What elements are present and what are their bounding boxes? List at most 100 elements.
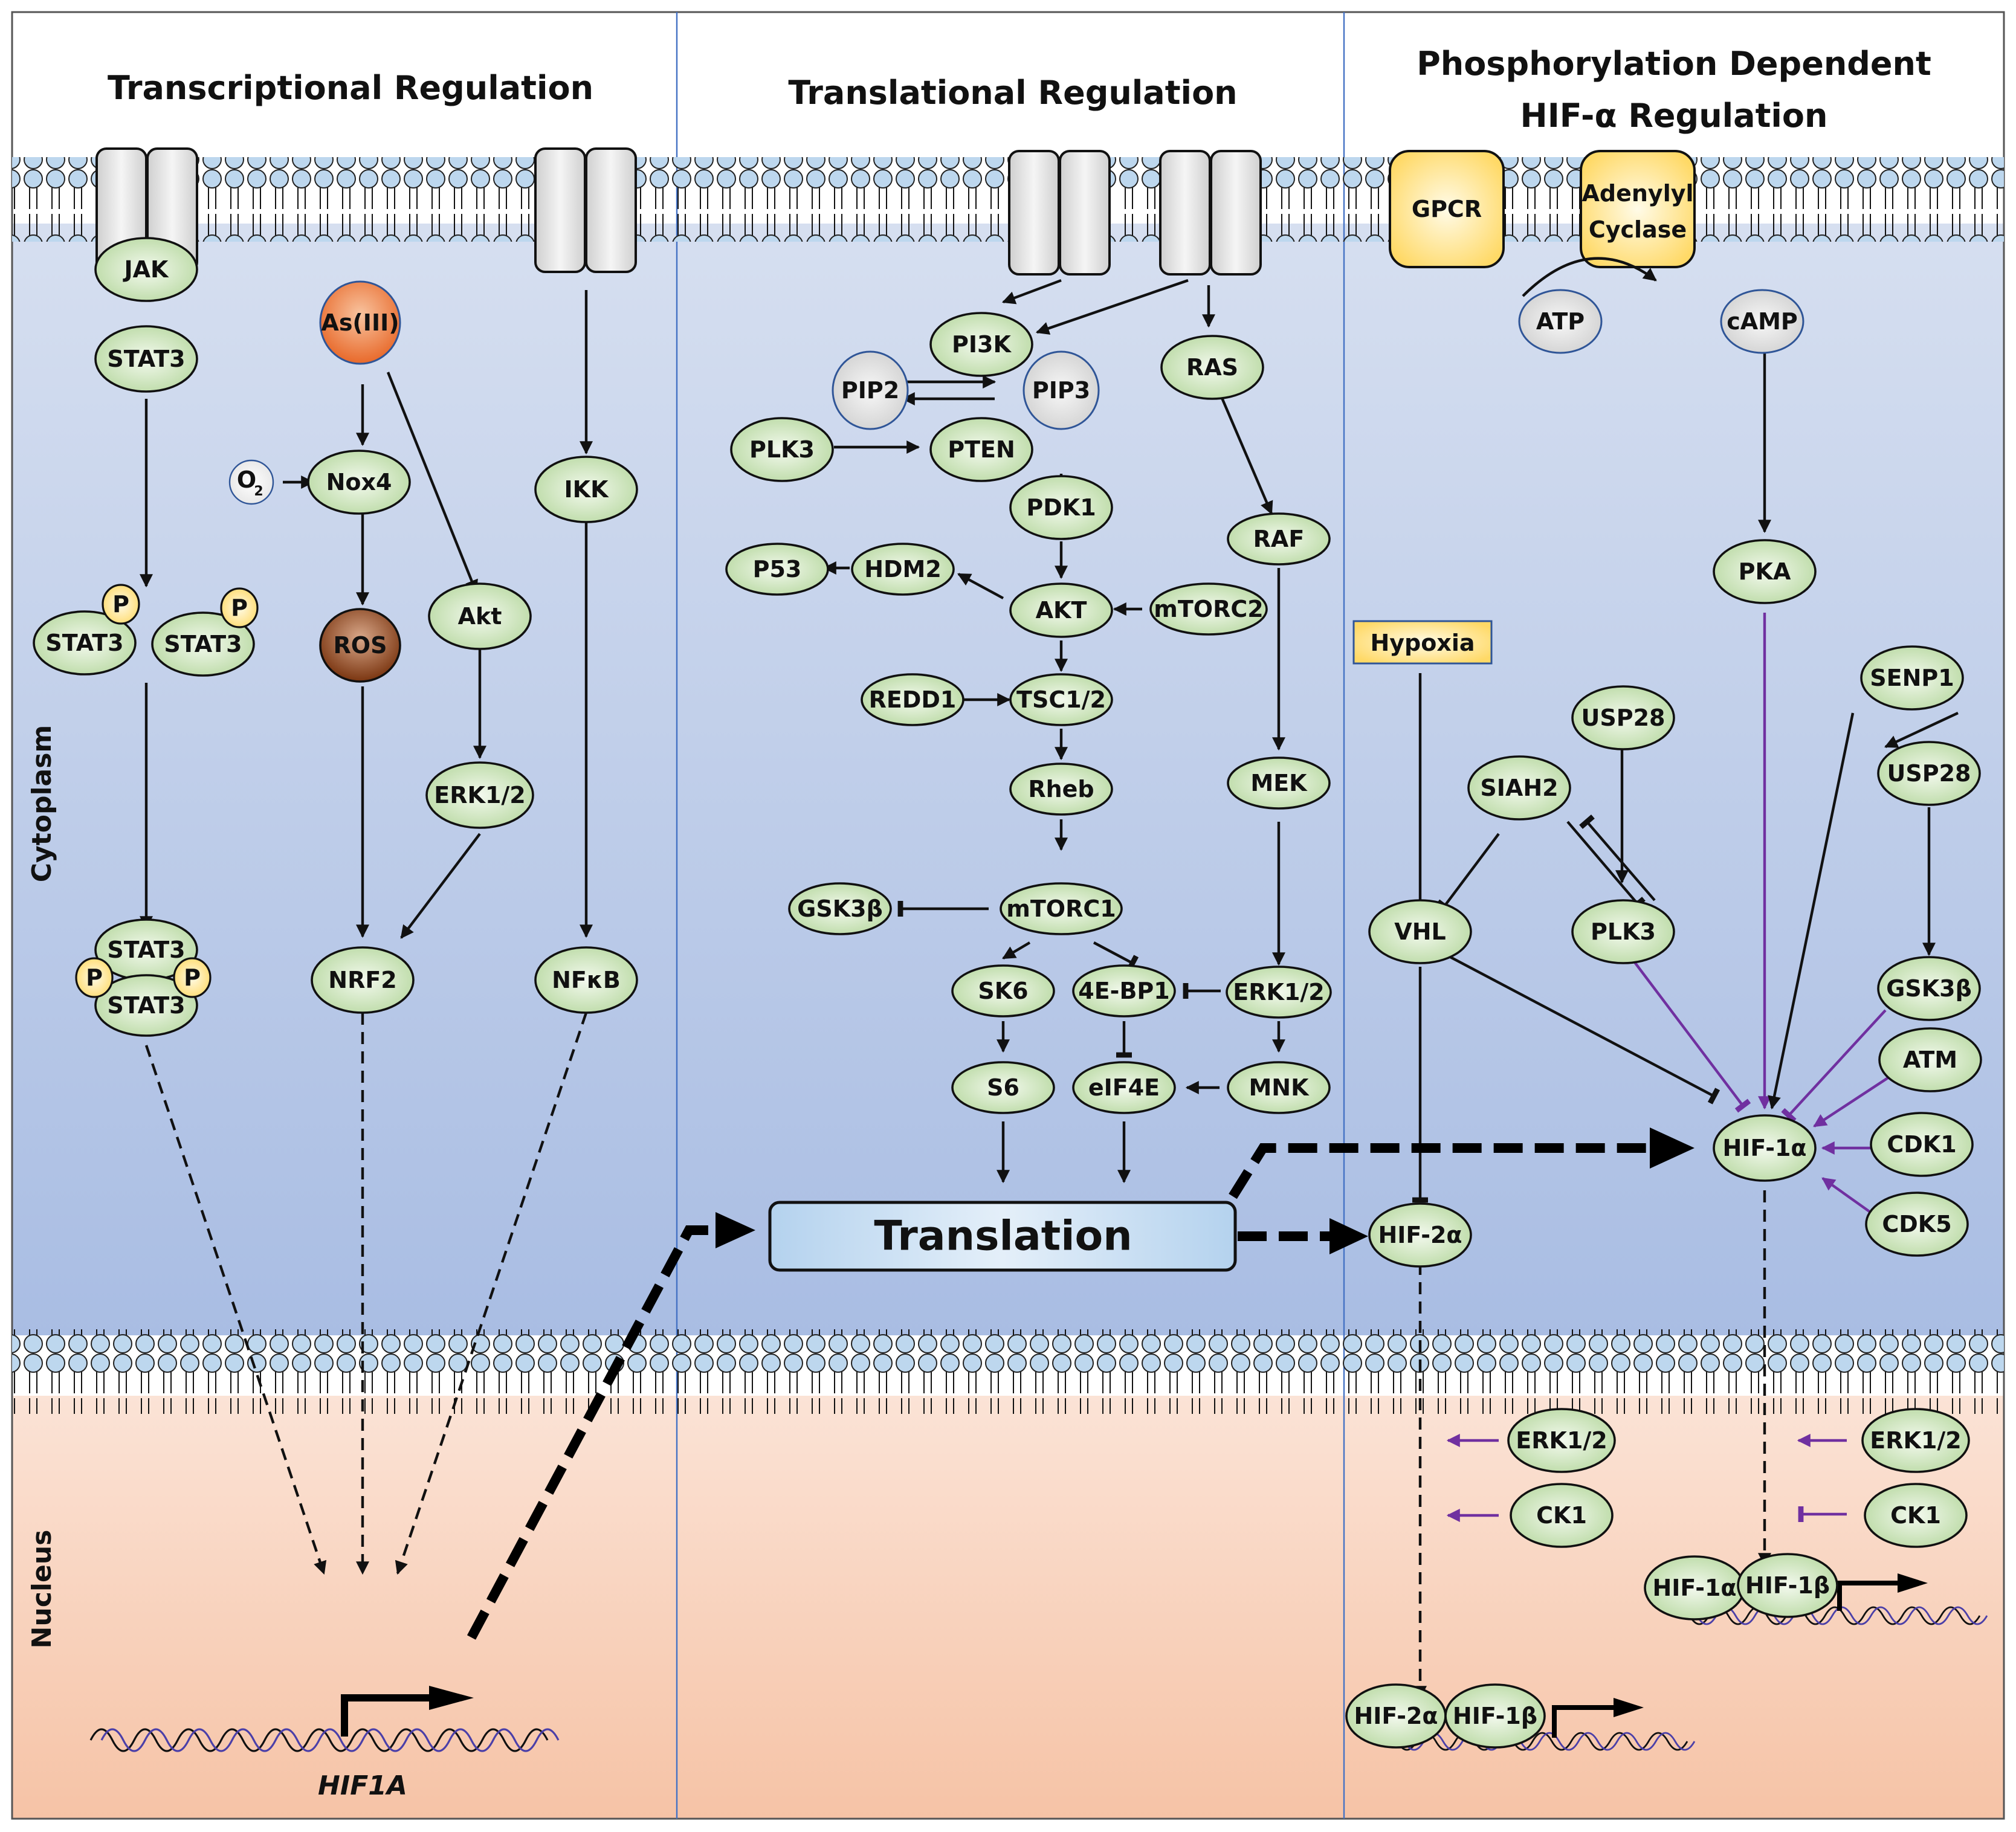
- node-ras[interactable]: RAS: [1160, 335, 1264, 400]
- node-mtorc2[interactable]: mTORC2: [1149, 582, 1268, 636]
- node-shape: [307, 450, 411, 515]
- node-erk-nucleus-a[interactable]: ERK1/2: [1507, 1408, 1616, 1473]
- node-label: eIF4E: [1088, 1074, 1160, 1101]
- node-label: TSC1/2: [1016, 686, 1106, 713]
- node-label: 4E-BP1: [1078, 978, 1169, 1004]
- node-nrf2[interactable]: NRF2: [311, 946, 415, 1014]
- node-label: O: [237, 466, 256, 493]
- node-mnk[interactable]: MNK: [1227, 1061, 1331, 1114]
- node-ros[interactable]: ROS: [319, 608, 401, 683]
- node-stat3-phospho-b[interactable]: STAT3 P: [151, 587, 259, 677]
- node-shape: [94, 974, 198, 1037]
- node-shape: [425, 761, 534, 829]
- node-pten[interactable]: PTEN: [929, 417, 1033, 482]
- node-shape: [228, 459, 274, 505]
- dna-hif1a: [89, 1686, 560, 1752]
- node-hypoxia[interactable]: Hypoxia: [1352, 620, 1493, 665]
- node-label: ATM: [1903, 1047, 1957, 1073]
- node-gsk3b-phosphorylation[interactable]: GSK3β: [1877, 956, 1981, 1021]
- node-label: ATP: [1536, 308, 1585, 335]
- node-shape: [1713, 1114, 1817, 1182]
- node-siah2[interactable]: SIAH2: [1467, 755, 1571, 821]
- node-akt-translational[interactable]: AKT: [1009, 582, 1113, 638]
- node-hif1a[interactable]: HIF-1α: [1713, 1114, 1817, 1182]
- node-o2[interactable]: O 2: [228, 459, 274, 505]
- node-shape: [929, 312, 1033, 377]
- node-shape: [1009, 475, 1113, 540]
- node-hif2a[interactable]: HIF-2α: [1368, 1202, 1472, 1268]
- node-label: STAT3: [107, 346, 185, 372]
- node-usp28-a[interactable]: USP28: [1571, 685, 1675, 750]
- complex-hif2[interactable]: HIF-2α HIF-1β: [1345, 1683, 1546, 1749]
- node-label: Hypoxia: [1370, 630, 1475, 656]
- node-shape: [1510, 1483, 1614, 1548]
- node-erk-transcriptional[interactable]: ERK1/2: [425, 761, 534, 829]
- node-shape: [311, 946, 415, 1014]
- node-p53[interactable]: P53: [725, 543, 829, 596]
- node-shape: [730, 417, 834, 482]
- node-label: STAT3: [45, 630, 123, 656]
- node-shape: [951, 1061, 1055, 1114]
- node-shape: [151, 611, 255, 677]
- node-pdk1[interactable]: PDK1: [1009, 475, 1113, 540]
- title-translational: Translational Regulation: [788, 74, 1237, 112]
- node-s6[interactable]: S6: [951, 1061, 1055, 1114]
- node-pip2[interactable]: PIP2: [832, 350, 909, 430]
- node-nox4[interactable]: Nox4: [307, 450, 411, 515]
- node-shape: [1864, 1483, 1968, 1548]
- node-usp28-b[interactable]: USP28: [1877, 741, 1981, 806]
- node-nfkb[interactable]: NFκB: [534, 946, 638, 1014]
- node-erk-nucleus-b[interactable]: ERK1/2: [1861, 1408, 1970, 1473]
- node-label: HIF-1β: [1453, 1703, 1537, 1729]
- node-tsc[interactable]: TSC1/2: [1009, 673, 1113, 726]
- node-cdk5[interactable]: CDK5: [1865, 1192, 1969, 1257]
- node-shape: [1878, 1027, 1982, 1092]
- node-plk3-translational[interactable]: PLK3: [730, 417, 834, 482]
- node-atp[interactable]: ATP: [1518, 289, 1603, 354]
- node-cdk1[interactable]: CDK1: [1870, 1112, 1974, 1177]
- node-pip3[interactable]: PIP3: [1023, 350, 1100, 430]
- node-stat3-phospho-a[interactable]: STAT3 P: [33, 584, 140, 676]
- node-jak[interactable]: JAK: [94, 237, 198, 302]
- node-atm[interactable]: ATM: [1878, 1027, 1982, 1092]
- node-hdm2[interactable]: HDM2: [851, 543, 955, 596]
- node-label: CK1: [1890, 1502, 1941, 1529]
- node-vhl[interactable]: VHL: [1368, 899, 1472, 964]
- node-label: HIF-1α: [1722, 1135, 1806, 1161]
- node-label: SK6: [978, 978, 1028, 1004]
- node-senp1[interactable]: SENP1: [1860, 645, 1964, 711]
- node-erk-translational[interactable]: ERK1/2: [1226, 966, 1332, 1019]
- node-ikk[interactable]: IKK: [534, 456, 638, 523]
- node-mek[interactable]: MEK: [1227, 756, 1331, 810]
- adenylyl-cyclase-line1: Adenylyl: [1581, 180, 1693, 207]
- node-ck1-nucleus-b[interactable]: CK1: [1864, 1483, 1968, 1548]
- node-label: Rheb: [1028, 776, 1094, 802]
- node-gsk3b-translational[interactable]: GSK3β: [788, 882, 892, 935]
- node-redd1[interactable]: REDD1: [861, 673, 964, 726]
- node-label: P: [86, 964, 103, 991]
- node-mtorc1[interactable]: mTORC1: [1000, 882, 1123, 935]
- node-pi3k[interactable]: PI3K: [929, 312, 1033, 377]
- node-rheb[interactable]: Rheb: [1009, 763, 1113, 816]
- thick-arrows: [467, 1127, 1695, 1640]
- node-4ebp1[interactable]: 4E-BP1: [1072, 964, 1176, 1018]
- node-raf[interactable]: RAF: [1227, 512, 1331, 566]
- node-label: SIAH2: [1480, 775, 1558, 801]
- node-label: P: [184, 964, 201, 991]
- node-shape: [319, 280, 401, 365]
- receptor-ras: [1159, 150, 1262, 276]
- node-ck1-nucleus-a[interactable]: CK1: [1510, 1483, 1614, 1548]
- node-akt-transcriptional[interactable]: Akt: [428, 582, 532, 650]
- node-stat3-dimer[interactable]: STAT3 STAT3 P P: [75, 918, 212, 1037]
- node-sk6[interactable]: SK6: [951, 964, 1055, 1018]
- node-shape: [861, 673, 964, 726]
- node-shape: [929, 417, 1033, 482]
- complex-hif1[interactable]: HIF-1α HIF-1β: [1644, 1553, 1838, 1621]
- node-arsenic[interactable]: As(III): [319, 280, 401, 365]
- node-pka[interactable]: PKA: [1713, 539, 1817, 604]
- node-camp[interactable]: cAMP: [1720, 289, 1804, 354]
- node-shape: [832, 350, 909, 430]
- node-eif4e[interactable]: eIF4E: [1072, 1061, 1176, 1114]
- node-plk3-phosphorylation[interactable]: PLK3: [1571, 899, 1675, 964]
- node-stat3[interactable]: STAT3: [94, 325, 198, 393]
